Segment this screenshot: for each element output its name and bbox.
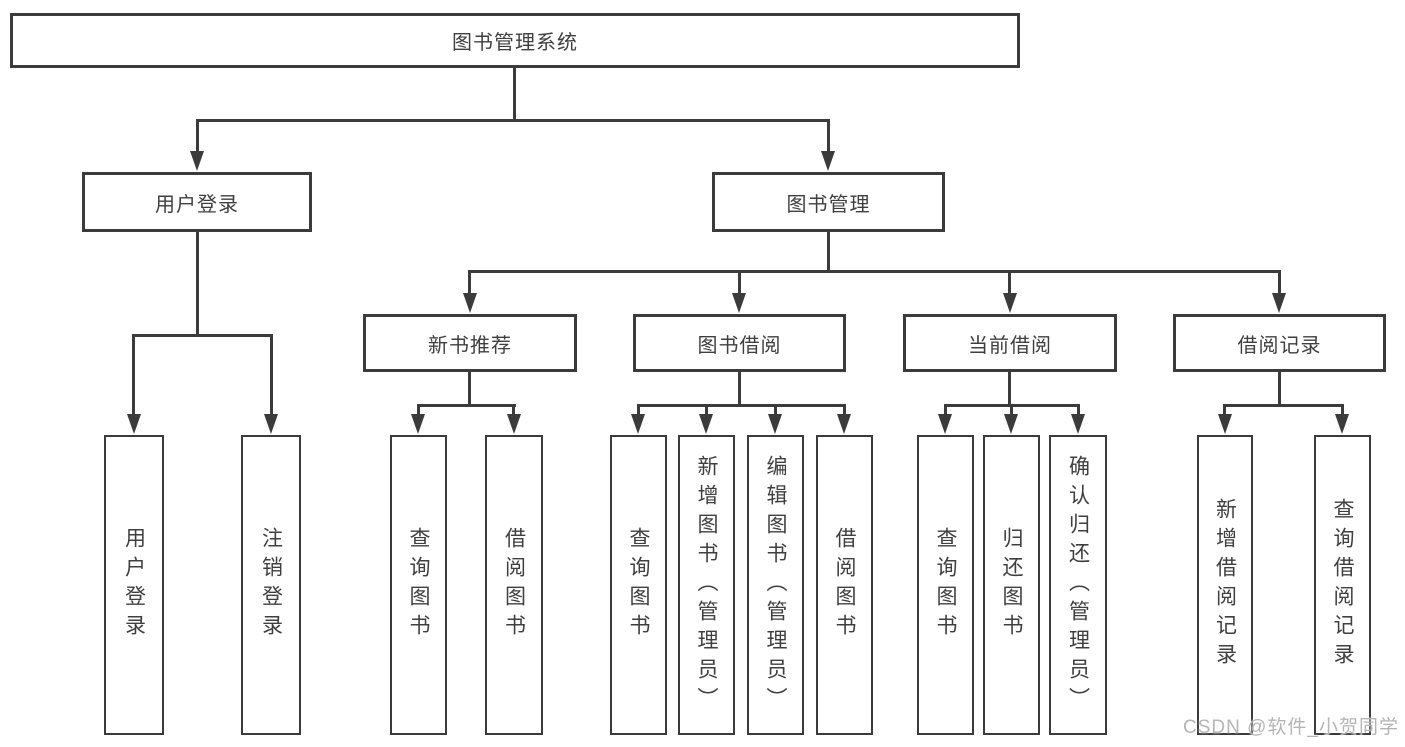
connector-line (1223, 404, 1226, 417)
node-current-borrow-label: 当前借阅 (968, 334, 1052, 357)
arrowhead-down-icon (264, 414, 278, 434)
connector-line (196, 232, 199, 336)
leaf-borrow-borrow-books-label: 借阅图书 (833, 527, 856, 643)
node-borrow-records: 借阅记录 (1173, 314, 1386, 372)
leaf-records-add-record: 新增借阅记录 (1197, 435, 1253, 735)
leaf-current-confirm-return-admin-label: 确认归还（管理员） (1066, 454, 1090, 716)
leaf-records-query-record: 查询借阅记录 (1314, 435, 1371, 735)
leaf-borrow-borrow-books: 借阅图书 (816, 435, 873, 735)
connector-line (827, 232, 830, 273)
leaf-current-return-books-label: 归还图书 (1000, 527, 1023, 643)
connector-line (512, 404, 515, 417)
node-borrow-records-label: 借阅记录 (1237, 334, 1322, 357)
connector-line (1278, 372, 1281, 407)
connector-line (468, 372, 471, 407)
node-book-management: 图书管理 (712, 172, 945, 232)
node-user-login: 用户登录 (82, 172, 312, 232)
leaf-borrow-query-books: 查询图书 (610, 435, 667, 735)
connector-line (738, 270, 741, 295)
leaf-borrow-edit-books-admin-label: 编辑图书（管理员） (764, 454, 787, 716)
connector-line (270, 334, 273, 417)
connector-line (417, 404, 420, 417)
arrowhead-down-icon (1004, 414, 1018, 434)
connector-line (1341, 404, 1344, 417)
arrowhead-down-icon (837, 414, 851, 434)
arrowhead-down-icon (768, 414, 782, 434)
connector-line (637, 404, 640, 417)
arrowhead-down-icon (1272, 293, 1286, 313)
node-book-borrow-label: 图书借阅 (697, 334, 782, 357)
connector-line (132, 334, 135, 417)
root-node-label: 图书管理系统 (452, 32, 578, 54)
connector-line (774, 404, 777, 417)
leaf-current-confirm-return-admin: 确认归还（管理员） (1049, 435, 1107, 735)
arrowhead-down-icon (1003, 293, 1017, 313)
leaf-logout-label: 注销登录 (259, 527, 283, 643)
node-new-book-recommend-label: 新书推荐 (428, 334, 512, 357)
leaf-logout: 注销登录 (241, 435, 301, 735)
arrowhead-down-icon (732, 293, 746, 313)
arrowhead-down-icon (1335, 414, 1349, 434)
arrowhead-down-icon (507, 414, 521, 434)
node-book-borrow: 图书借阅 (633, 314, 846, 372)
leaf-recommend-borrow-books-label: 借阅图书 (502, 527, 526, 643)
leaf-current-query-books: 查询图书 (917, 435, 974, 735)
leaf-records-add-record-label: 新增借阅记录 (1213, 498, 1237, 672)
connector-line (637, 404, 846, 407)
leaf-borrow-edit-books-admin: 编辑图书（管理员） (747, 435, 804, 735)
connector-line (468, 270, 471, 295)
connector-line (944, 404, 947, 417)
leaf-recommend-query-books: 查询图书 (390, 435, 447, 735)
leaf-recommend-query-books-label: 查询图书 (407, 527, 430, 643)
arrowhead-down-icon (1071, 414, 1085, 434)
node-new-book-recommend: 新书推荐 (363, 314, 577, 372)
connector-line (1008, 270, 1011, 295)
root-node: 图书管理系统 (10, 13, 1020, 68)
leaf-user-login: 用户登录 (104, 435, 164, 735)
leaf-records-query-record-label: 查询借阅记录 (1331, 498, 1354, 672)
connector-line (132, 334, 273, 337)
connector-line (827, 119, 830, 152)
arrowhead-down-icon (938, 414, 952, 434)
arrowhead-down-icon (821, 151, 835, 171)
arrowhead-down-icon (190, 151, 204, 171)
connector-line (1223, 404, 1344, 407)
connector-line (196, 119, 199, 152)
leaf-current-query-books-label: 查询图书 (934, 527, 957, 643)
arrowhead-down-icon (127, 414, 141, 434)
leaf-borrow-query-books-label: 查询图书 (627, 527, 650, 643)
leaf-borrow-add-books-admin-label: 新增图书（管理员） (695, 454, 718, 716)
connector-line (196, 119, 830, 122)
leaf-recommend-borrow-books: 借阅图书 (485, 435, 543, 735)
leaf-borrow-add-books-admin: 新增图书（管理员） (678, 435, 735, 735)
connector-line (417, 404, 516, 407)
leaf-user-login-label: 用户登录 (122, 527, 146, 643)
arrowhead-down-icon (631, 414, 645, 434)
arrowhead-down-icon (1218, 414, 1232, 434)
connector-line (1010, 404, 1013, 417)
node-user-login-label: 用户登录 (155, 193, 239, 216)
csdn-watermark: CSDN @软件_小贺同学 (1183, 717, 1399, 738)
arrowhead-down-icon (463, 293, 477, 313)
connector-line (1008, 372, 1011, 407)
connector-line (1278, 270, 1281, 295)
node-book-management-label: 图书管理 (786, 193, 871, 216)
node-current-borrow: 当前借阅 (903, 314, 1117, 372)
connector-line (843, 404, 846, 417)
connector-line (705, 404, 708, 417)
leaf-current-return-books: 归还图书 (983, 435, 1040, 735)
connector-line (738, 372, 741, 407)
arrowhead-down-icon (699, 414, 713, 434)
connector-line (513, 68, 516, 121)
connector-line (468, 270, 1281, 273)
connector-line (1077, 404, 1080, 417)
arrowhead-down-icon (411, 414, 425, 434)
